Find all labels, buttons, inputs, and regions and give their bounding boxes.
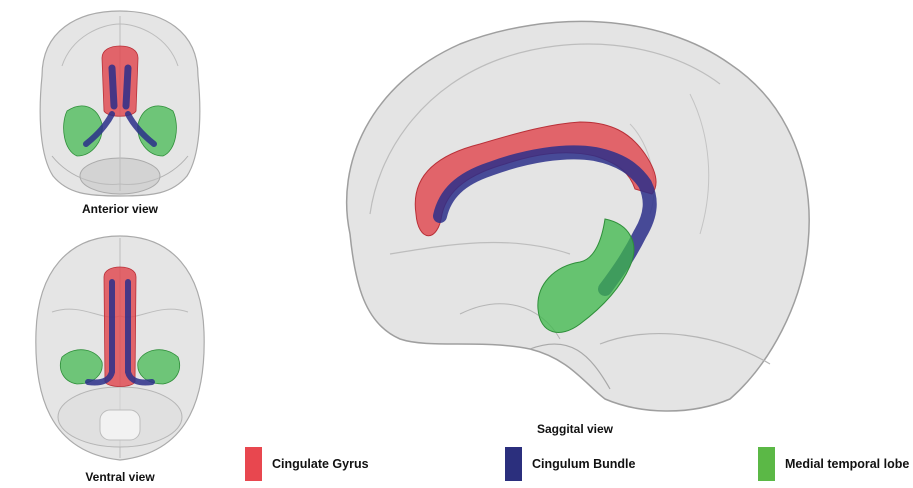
medial-temporal-lobe-swatch (758, 447, 775, 481)
sagittal-view-brain (330, 4, 820, 420)
sagittal-view-panel (330, 4, 820, 420)
sagittal-view-caption: Saggital view (500, 422, 650, 436)
anterior-view-panel (22, 6, 218, 202)
legend-item-cingulate-gyrus: Cingulate Gyrus (245, 447, 369, 481)
legend-item-cingulum-bundle: Cingulum Bundle (505, 447, 635, 481)
legend-label: Cingulate Gyrus (272, 457, 369, 471)
ventral-view-panel (22, 232, 218, 468)
cingulum-bundle-swatch (505, 447, 522, 481)
ventral-view-caption: Ventral view (22, 470, 218, 484)
ventral-view-brain (22, 232, 218, 468)
cingulate-gyrus-swatch (245, 447, 262, 481)
legend-label: Cingulum Bundle (532, 457, 635, 471)
anterior-view-caption: Anterior view (22, 202, 218, 216)
legend-item-medial-temporal-lobe: Medial temporal lobe (758, 447, 909, 481)
anterior-view-brain (22, 6, 218, 202)
legend-label: Medial temporal lobe (785, 457, 909, 471)
